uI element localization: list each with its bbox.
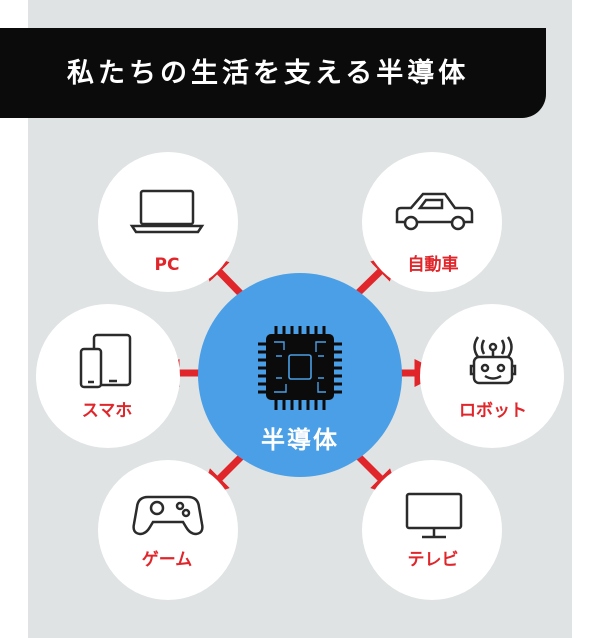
center-label: 半導体: [261, 426, 339, 454]
phone-tablet-icon: [79, 333, 132, 389]
node-label-smartphone: スマホ: [82, 401, 133, 421]
node-label-robot: ロボット: [459, 401, 527, 421]
node-tv: テレビ: [362, 460, 502, 600]
node-smartphone: スマホ: [36, 304, 180, 448]
node-label-game: ゲーム: [142, 549, 193, 570]
node-game: ゲーム: [98, 460, 238, 600]
game-controller-icon: [132, 495, 204, 536]
car-icon: [395, 192, 474, 231]
node-car: 自動車: [362, 152, 502, 292]
node-label-tv: テレビ: [408, 550, 459, 570]
page-title: 私たちの生活を支える半導体: [67, 58, 470, 89]
title-banner: [0, 28, 546, 118]
node-robot: ロボット: [420, 304, 564, 448]
robot-icon: [469, 336, 517, 385]
chip-icon: [258, 326, 342, 410]
node-label-car: 自動車: [408, 254, 459, 275]
tv-icon: [405, 492, 463, 539]
node-label-pc: PC: [155, 255, 180, 275]
laptop-icon: [129, 189, 205, 234]
node-pc: PC: [98, 152, 238, 292]
